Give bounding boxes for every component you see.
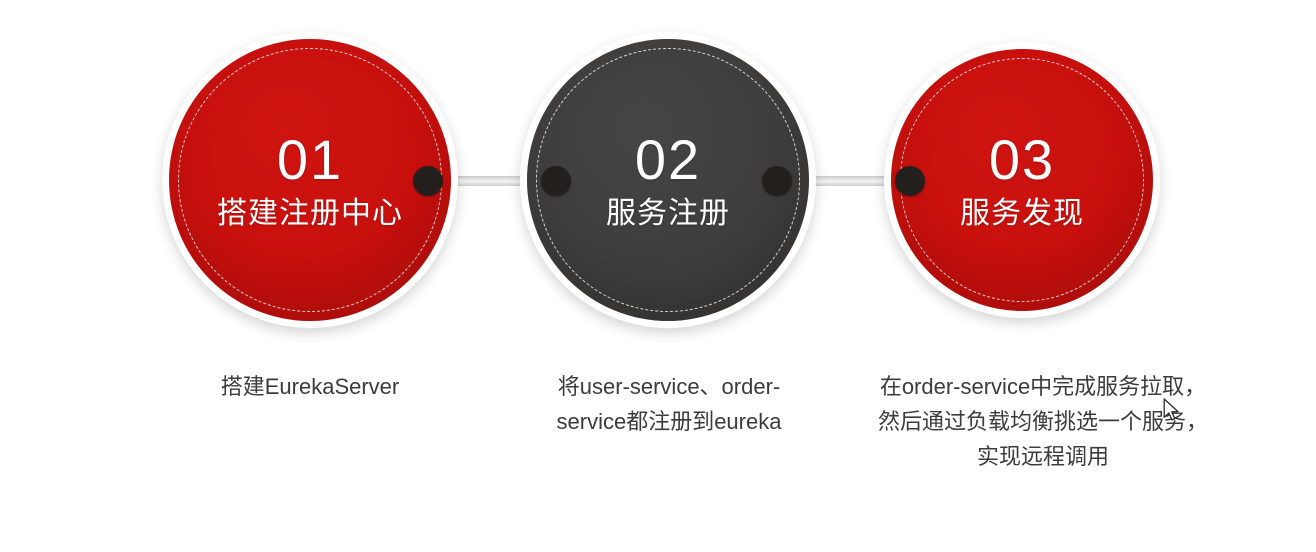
- step-2-caption: 将user-service、order-service都注册到eureka: [556, 374, 782, 434]
- step-1-number: 01: [276, 127, 344, 191]
- connector-dot-step1-right: [413, 166, 443, 196]
- step-3-title: 服务发现: [960, 196, 1084, 230]
- process-step-3[interactable]: 03 服务发现: [891, 49, 1153, 311]
- step-2-number: 02: [634, 127, 702, 191]
- step-3-number: 03: [988, 127, 1056, 191]
- connector-dot-step3-left: [895, 166, 925, 196]
- connector-dot-step2-right: [762, 166, 792, 196]
- connector-bar-2-3: [777, 176, 910, 186]
- step-1-caption: 搭建EurekaServer: [220, 374, 400, 399]
- connector-bar-1-2: [428, 176, 556, 186]
- step-3-caption: 在order-service中完成服务拉取，然后通过负载均衡挑选一个服务，实现远…: [878, 374, 1209, 469]
- step-2-title: 服务注册: [606, 196, 730, 230]
- connector-dot-step2-left: [541, 166, 571, 196]
- step-1-circle: 01 搭建注册中心: [169, 39, 451, 321]
- process-step-1[interactable]: 01 搭建注册中心: [169, 39, 451, 321]
- step-3-circle: 03 服务发现: [891, 49, 1153, 311]
- step-1-title: 搭建注册中心: [217, 196, 403, 230]
